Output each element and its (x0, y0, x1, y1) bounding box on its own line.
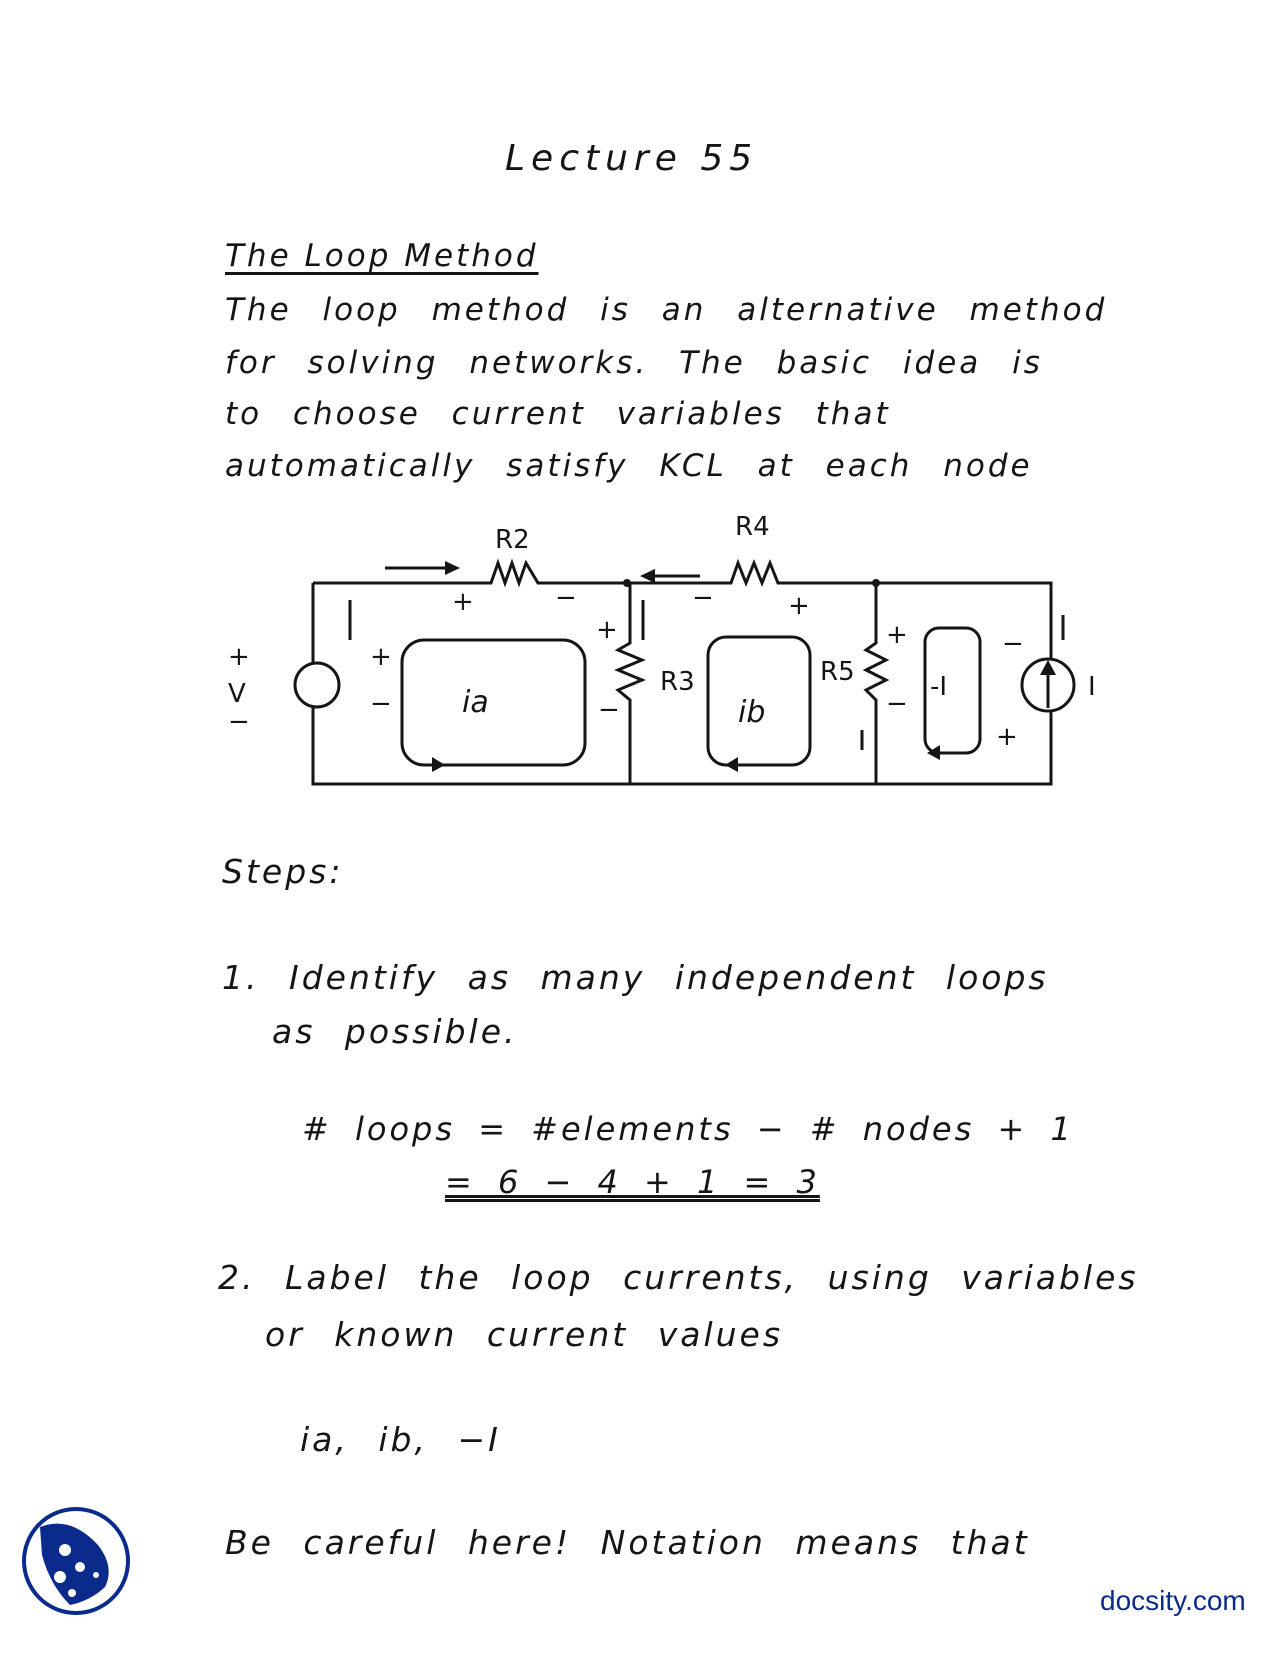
polarity-minus: − (1002, 629, 1024, 659)
current-source (1020, 657, 1076, 713)
label-v: V (228, 679, 246, 709)
note-line: Be careful here! Notation means that (225, 1523, 1030, 1562)
polarity-minus: − (886, 689, 908, 719)
wire (311, 583, 1053, 786)
label-i: I (1088, 672, 1096, 702)
label-ib: ib (738, 695, 765, 730)
polarity-plus: + (228, 642, 250, 672)
label-r3: R3 (660, 667, 695, 697)
polarity-minus: − (692, 583, 714, 613)
wire (313, 558, 1053, 660)
polarity-plus: + (596, 615, 618, 645)
polarity-minus: − (555, 583, 577, 613)
equation-line: # loops = #elements − # nodes + 1 (302, 1110, 1074, 1148)
polarity-plus: + (996, 722, 1018, 752)
step-1-line: 1. Identify as many independent loops (222, 958, 1049, 997)
label-ia: ia (462, 685, 489, 720)
polarity-plus: + (788, 591, 810, 621)
steps-label: Steps: (222, 852, 344, 891)
section-heading: The Loop Method (225, 238, 539, 274)
loop-currents: ia, ib, −I (300, 1420, 501, 1459)
paragraph-line: for solving networks. The basic idea is (225, 345, 1043, 381)
voltage-source (293, 661, 341, 709)
label-r2: R2 (495, 525, 530, 555)
label-r4: R4 (735, 512, 770, 542)
step-2-line: 2. Label the loop currents, using variab… (218, 1258, 1139, 1297)
polarity-plus: + (886, 620, 908, 650)
paragraph-line: automatically satisfy KCL at each node (225, 448, 1033, 484)
polarity-plus: + (452, 587, 474, 617)
polarity-minus: − (228, 707, 250, 737)
docsity-logo[interactable] (20, 1505, 132, 1617)
resistor-r5 (862, 583, 890, 784)
label-r5: R5 (820, 657, 855, 687)
lecture-title: Lecture 55 (505, 138, 759, 179)
polarity-plus: + (370, 642, 392, 672)
resistor-r3 (614, 583, 646, 784)
equation-line: = 6 − 4 + 1 = 3 (445, 1163, 820, 1201)
docsity-brand-link[interactable]: docsity.com (1100, 1585, 1246, 1616)
polarity-minus: − (598, 695, 620, 725)
loop-b (706, 635, 812, 767)
loop-a (400, 638, 587, 767)
loop-3 (923, 626, 982, 755)
step-1-line: as possible. (272, 1012, 518, 1051)
step-2-line: or known current values (265, 1315, 784, 1354)
paragraph-line: to choose current variables that (225, 396, 891, 432)
paragraph-line: The loop method is an alternative method (225, 292, 1108, 328)
polarity-minus: − (370, 689, 392, 719)
label-loop3: -I (930, 672, 947, 702)
circuit-diagram: R2 R4 R3 R5 V I ia ib -I + − + − + − + −… (228, 512, 1096, 786)
